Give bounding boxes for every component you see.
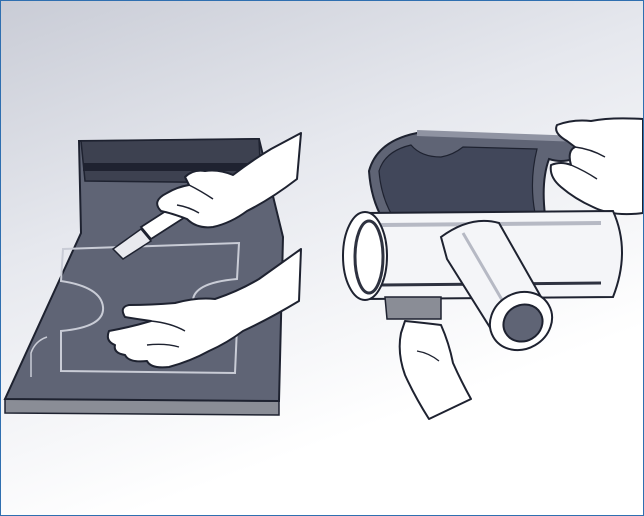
pipe-opening-left	[343, 212, 387, 300]
insulation-sheet-cutting	[5, 133, 301, 415]
insulation-flap	[385, 297, 441, 319]
hand-under-pipe	[400, 321, 471, 419]
pipe-insulation-wrapping	[343, 118, 643, 419]
hand-holding-shell	[551, 118, 643, 214]
